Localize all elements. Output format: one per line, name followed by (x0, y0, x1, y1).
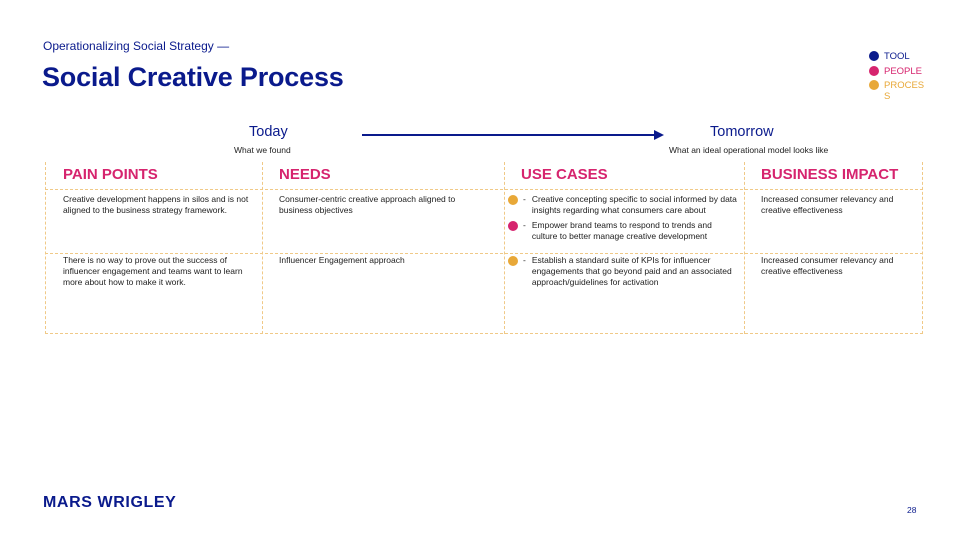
row-1-need: Consumer-centric creative approach align… (279, 194, 456, 215)
legend: TOOL PEOPLE PROCESS (869, 51, 929, 106)
bullet-dash: - (523, 194, 526, 204)
table-divider (262, 162, 263, 334)
table-divider (45, 162, 46, 334)
process-dot-icon (869, 80, 879, 90)
table-divider (922, 162, 923, 334)
page-title: Social Creative Process (42, 62, 344, 92)
header-needs: NEEDS (279, 166, 331, 183)
use-case-text: Creative concepting specific to social i… (531, 194, 737, 215)
row-2-use-case-1: - Establish a standard suite of KPIs for… (508, 255, 739, 288)
bullet-dash: - (523, 255, 526, 265)
table-divider (45, 333, 923, 334)
header-use-cases: USE CASES (521, 166, 608, 183)
row-1-use-case-1: - Creative concepting specific to social… (508, 194, 739, 216)
mars-wrigley-logo: MARS WRIGLEY (43, 494, 177, 511)
legend-item-people: PEOPLE (869, 65, 929, 77)
timeline-today-subtitle: What we found (234, 145, 291, 155)
timeline-arrow-line (362, 134, 656, 136)
people-dot-icon (869, 65, 879, 76)
tool-dot-icon (869, 51, 879, 61)
row-2-pain-point: There is no way to prove out the success… (63, 255, 243, 287)
legend-label: PEOPLE (884, 65, 923, 77)
row-2-impact: Increased consumer relevancy and creativ… (761, 255, 894, 276)
timeline-tomorrow: Tomorrow (710, 124, 774, 140)
row-1-use-case-2: - Empower brand teams to respond to tren… (508, 220, 739, 242)
row-1-impact: Increased consumer relevancy and creativ… (761, 194, 894, 215)
process-table: PAIN POINTS NEEDS USE CASES BUSINESS IMP… (45, 162, 923, 334)
arrow-right-icon (654, 130, 664, 140)
legend-label: PROCESS (884, 80, 925, 102)
legend-item-process: PROCESS (869, 80, 929, 102)
header-business-impact: BUSINESS IMPACT (761, 166, 899, 183)
timeline-tomorrow-subtitle: What an ideal operational model looks li… (669, 145, 829, 155)
page-number: 28 (907, 505, 917, 515)
process-dot-icon (508, 256, 518, 266)
row-2-need: Influencer Engagement approach (279, 255, 405, 265)
header-pain-points: PAIN POINTS (63, 166, 158, 183)
use-case-text: Establish a standard suite of KPIs for i… (531, 255, 732, 287)
bullet-dash: - (523, 220, 526, 230)
eyebrow-text: Operationalizing Social Strategy — (43, 39, 230, 53)
legend-item-tool: TOOL (869, 51, 929, 62)
table-divider (744, 162, 745, 334)
row-1-pain-point: Creative development happens in silos an… (63, 194, 249, 215)
table-divider (45, 189, 923, 190)
timeline-today: Today (249, 124, 288, 140)
process-dot-icon (508, 195, 518, 205)
use-case-text: Empower brand teams to respond to trends… (531, 220, 712, 241)
table-divider (504, 162, 505, 334)
table-divider (45, 253, 923, 254)
legend-label: TOOL (884, 51, 910, 62)
people-dot-icon (508, 221, 518, 231)
